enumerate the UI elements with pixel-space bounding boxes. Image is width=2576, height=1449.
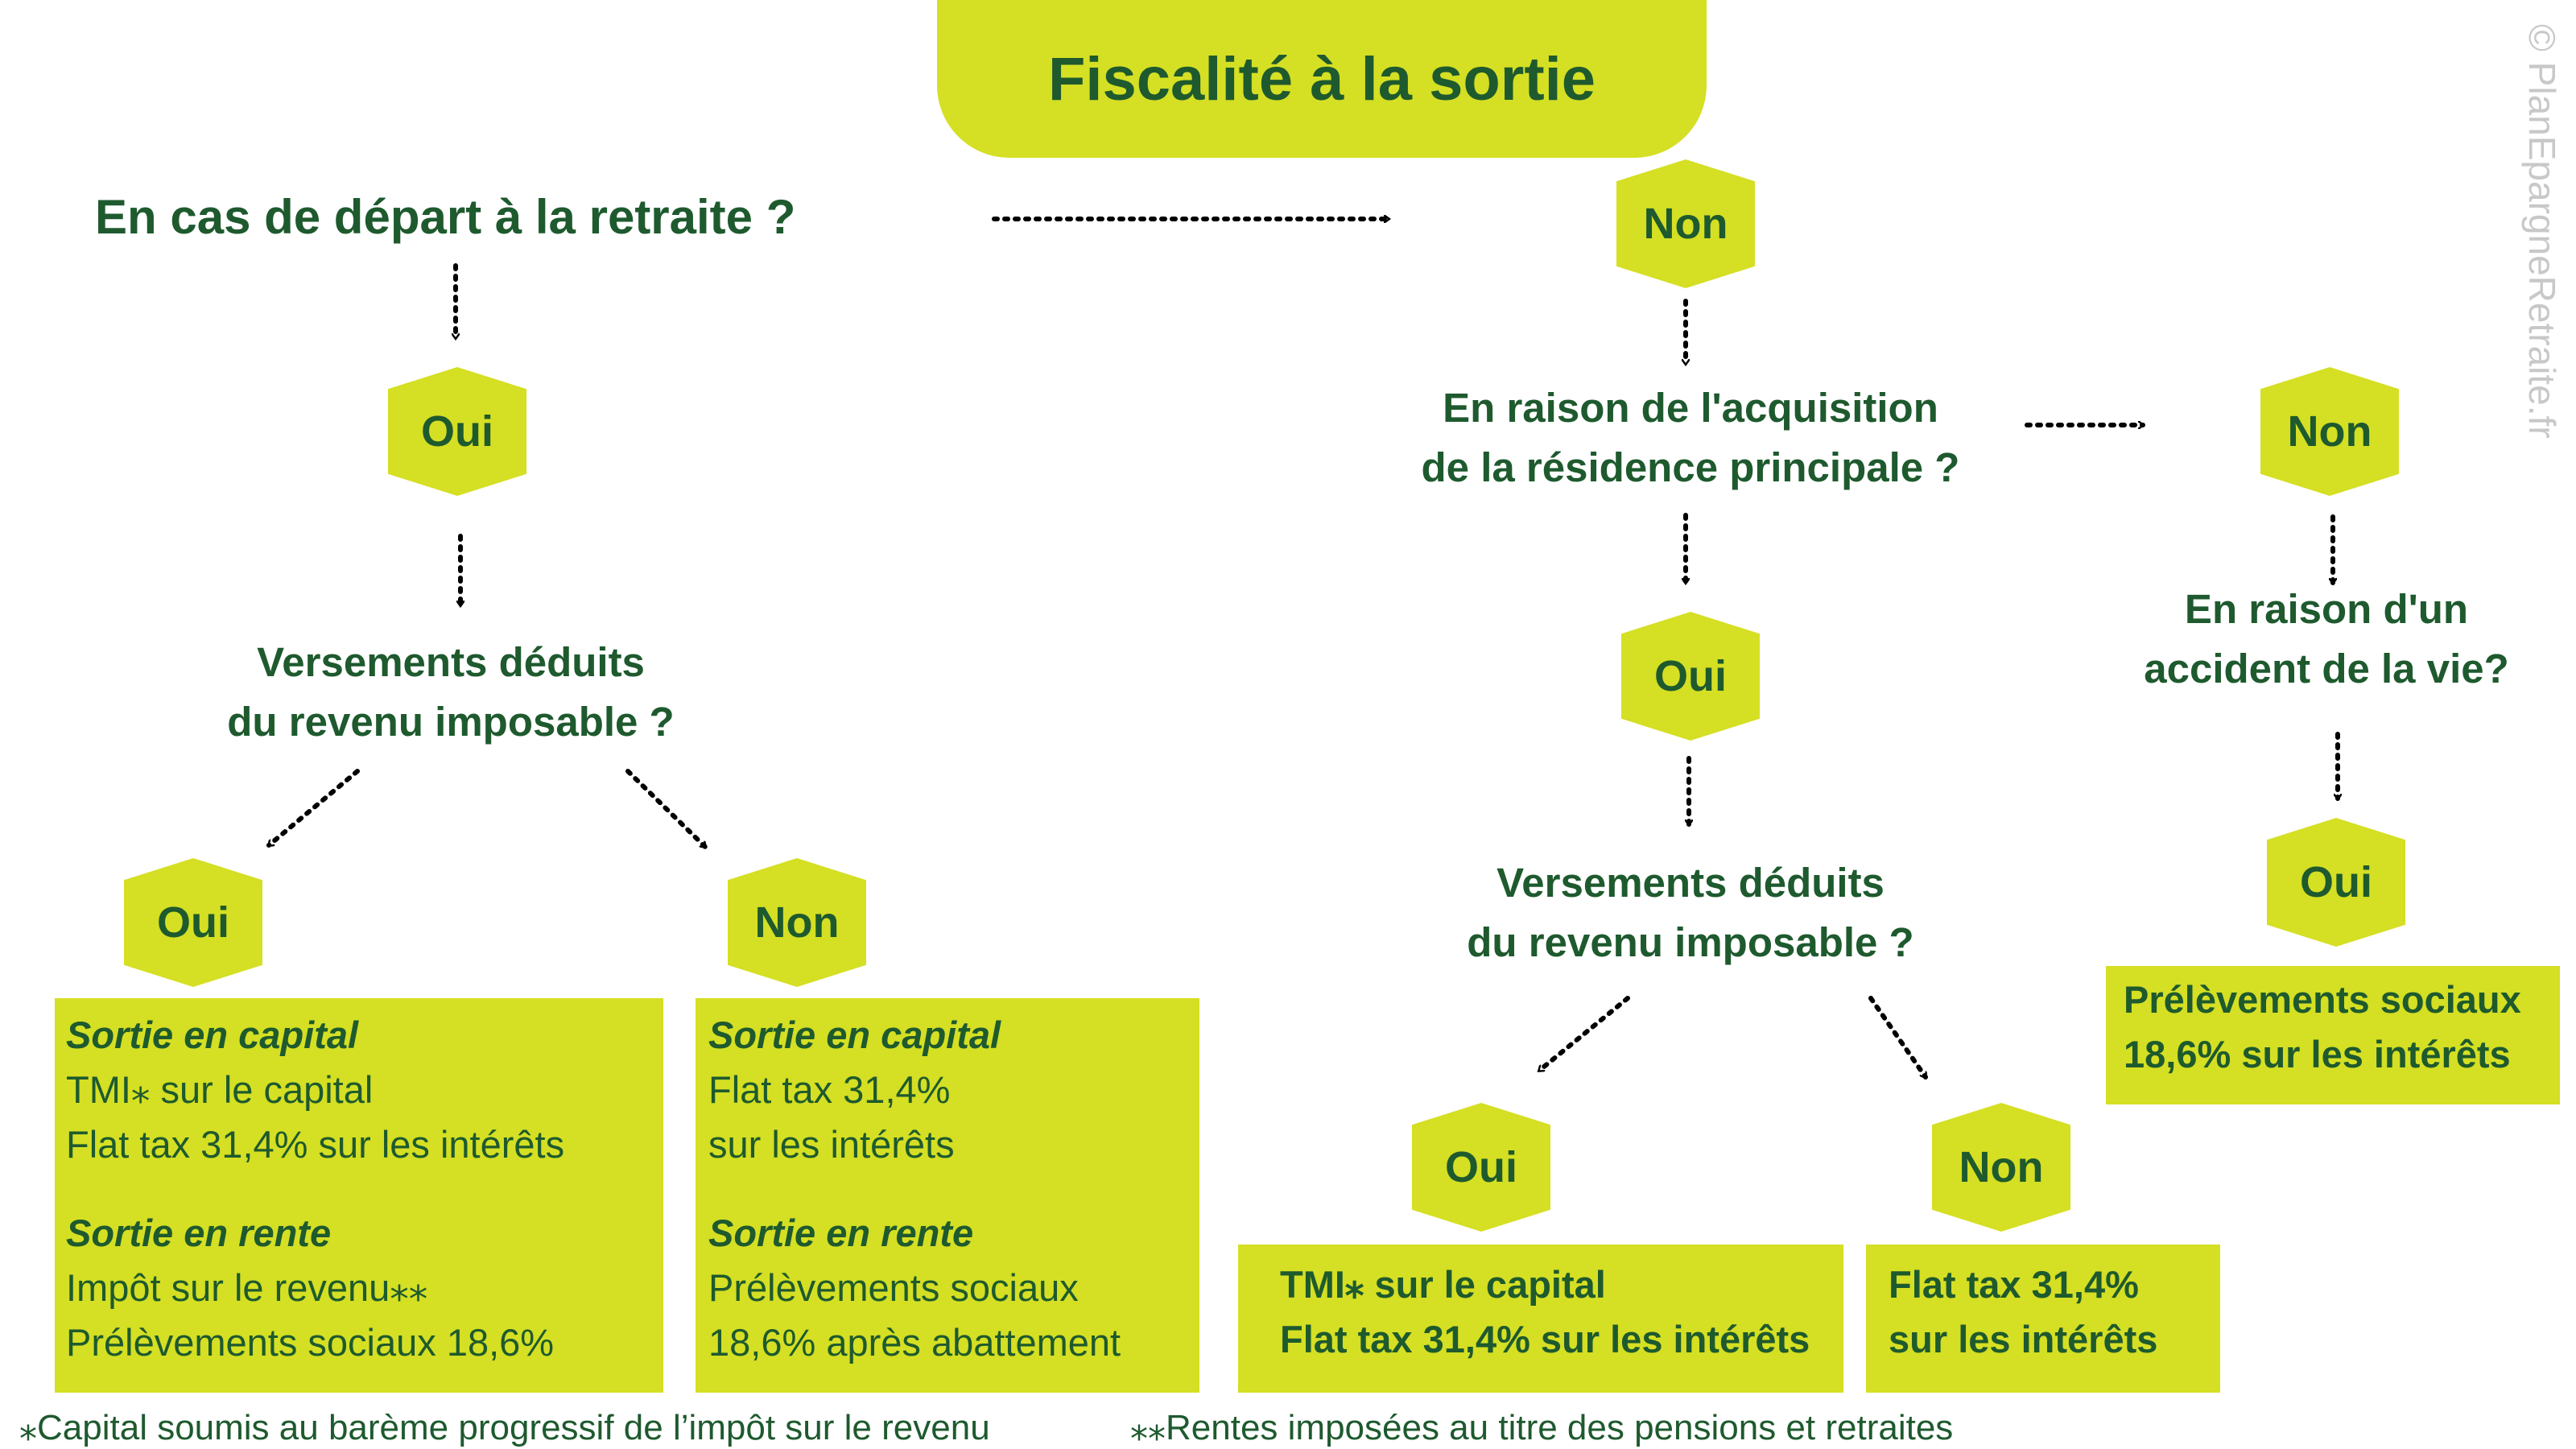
page-title: Fiscalité à la sortie <box>1047 44 1596 114</box>
footnote-capital: ⁎Capital soumis au barème progressif de … <box>19 1408 990 1447</box>
box-oui-deduits: Sortie en capital TMI⁎ sur le capital Fl… <box>55 998 663 1393</box>
question-accident: En raison d'un accident de la vie? <box>2061 580 2576 699</box>
node-oui-versements-1: Oui <box>124 858 262 987</box>
box-a-line3: Impôt sur le revenu⁎⁎ <box>66 1266 428 1309</box>
question-versements-2-line1: Versements déduits <box>1496 860 1885 906</box>
question-retraite: En cas de départ à la retraite ? <box>95 190 796 244</box>
box-a-line1: TMI⁎ sur le capital <box>66 1068 374 1111</box>
node-oui-versements-2: Oui <box>1412 1103 1550 1232</box>
question-versements-2: Versements déduits du revenu imposable ? <box>1368 853 2013 972</box>
box-d-line2: sur les intérêts <box>1889 1318 2158 1360</box>
question-residence-line1: En raison de l'acquisition <box>1443 385 1938 431</box>
question-residence-line2: de la résidence principale ? <box>1421 444 1960 490</box>
question-residence: En raison de l'acquisition de la résiden… <box>1336 378 2045 497</box>
node-oui-residence: Oui <box>1621 612 1760 741</box>
arrow-versements-to-non <box>625 769 708 849</box>
copyright-watermark: © PlanEpargneRetraite.fr <box>2521 24 2563 439</box>
box-c-line2: Flat tax 31,4% sur les intérêts <box>1280 1318 1810 1360</box>
box-residence-non: Flat tax 31,4% sur les intérêts <box>1866 1245 2220 1393</box>
box-b-heading-rente: Sortie en rente <box>708 1212 974 1254</box>
question-accident-line1: En raison d'un <box>2184 586 2469 632</box>
box-a-line4: Prélèvements sociaux 18,6% <box>66 1321 555 1364</box>
box-d-line1: Flat tax 31,4% <box>1889 1263 2139 1306</box>
box-a-line2: Flat tax 31,4% sur les intérêts <box>66 1123 565 1166</box>
box-b-heading-capital: Sortie en capital <box>708 1013 1001 1056</box>
footnote-rentes: ⁎⁎Rentes imposées au titre des pensions … <box>1130 1408 1954 1447</box>
question-accident-line2: accident de la vie? <box>2144 645 2509 691</box>
box-b-line2: sur les intérêts <box>708 1123 955 1166</box>
node-non-versements-1: Non <box>728 858 866 987</box>
box-b-line1: Flat tax 31,4% <box>708 1068 951 1111</box>
title-banner: Fiscalité à la sortie <box>937 0 1707 158</box>
box-non-deduits: Sortie en capital Flat tax 31,4% sur les… <box>696 998 1199 1393</box>
node-oui-retraite: Oui <box>388 367 526 496</box>
box-accident-oui: Prélèvements sociaux 18,6% sur les intér… <box>2106 966 2560 1104</box>
node-non-versements-2: Non <box>1932 1103 2070 1232</box>
arrow-versements-to-oui <box>266 769 360 848</box>
question-versements-1: Versements déduits du revenu imposable ? <box>129 633 773 752</box>
box-a-heading-rente: Sortie en rente <box>66 1212 332 1254</box>
node-oui-accident: Oui <box>2267 818 2405 947</box>
box-e-line2: 18,6% sur les intérêts <box>2124 1033 2511 1075</box>
question-versements-2-line2: du revenu imposable ? <box>1467 919 1914 965</box>
question-versements-1-line2: du revenu imposable ? <box>227 698 675 745</box>
node-non-retraite: Non <box>1616 159 1755 288</box>
box-b-line3: Prélèvements sociaux <box>708 1266 1079 1309</box>
copyright-text: © PlanEpargneRetraite.fr <box>2521 24 2563 439</box>
box-residence-oui: TMI⁎ sur le capital Flat tax 31,4% sur l… <box>1238 1245 1843 1393</box>
question-versements-1-line1: Versements déduits <box>257 639 645 685</box>
arrow-versements2-to-oui <box>1537 996 1630 1073</box>
box-b-line4: 18,6% après abattement <box>708 1321 1121 1364</box>
arrow-versements2-to-non <box>1868 996 1928 1080</box>
box-e-line1: Prélèvements sociaux <box>2124 978 2521 1021</box>
box-a-heading-capital: Sortie en capital <box>66 1013 359 1056</box>
node-non-residence: Non <box>2260 367 2399 496</box>
box-c-line1: TMI⁎ sur le capital <box>1280 1263 1606 1306</box>
